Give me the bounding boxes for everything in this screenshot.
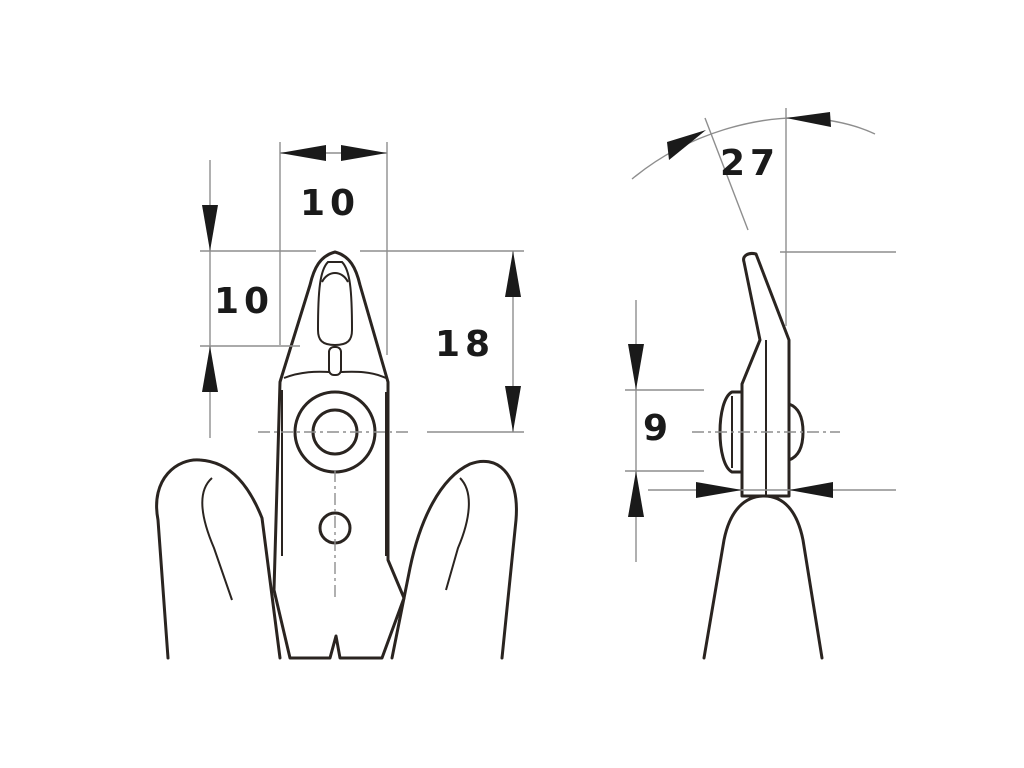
dim-width-arrow-left	[280, 145, 326, 161]
joint-seam-right	[339, 370, 387, 379]
right-handle-inner-edge	[445, 477, 470, 591]
dim-angle-arrow-left	[667, 130, 706, 160]
dim-tip-length-label: 10	[214, 281, 274, 322]
dim-joint-arrow-top	[628, 344, 644, 390]
dim-jaw-arrow-bottom	[505, 386, 521, 432]
dim-bend-angle-label: 27	[720, 143, 780, 184]
dim-joint-thickness-label: 9	[643, 408, 673, 449]
dim-jaw-arrow-top	[505, 251, 521, 297]
cutting-edge-notch	[328, 346, 342, 376]
side-view: 27 9	[625, 108, 896, 660]
left-handle-inner-edge	[201, 477, 233, 601]
dim-tip-width-label: 10	[300, 183, 360, 224]
side-handle	[702, 494, 824, 660]
dim-angle-arrow-right	[786, 112, 831, 127]
dim-joint-arrow-bottom	[628, 471, 644, 517]
dim-thickness-arrow-left	[696, 482, 742, 498]
front-view: 10 10 18	[155, 142, 524, 660]
dim-width-arrow-right	[341, 145, 387, 161]
jaw-slot	[316, 261, 354, 347]
dim-tip-arrow-top	[202, 205, 218, 251]
dim-thickness-arrow-right	[789, 482, 833, 498]
dim-angle-reference-tilted	[704, 117, 749, 231]
dim-jaw-length-label: 18	[435, 324, 495, 365]
dim-tip-arrow-bottom	[202, 346, 218, 392]
joint-seam-left	[283, 370, 331, 379]
jaw-slot-tip	[321, 272, 349, 283]
